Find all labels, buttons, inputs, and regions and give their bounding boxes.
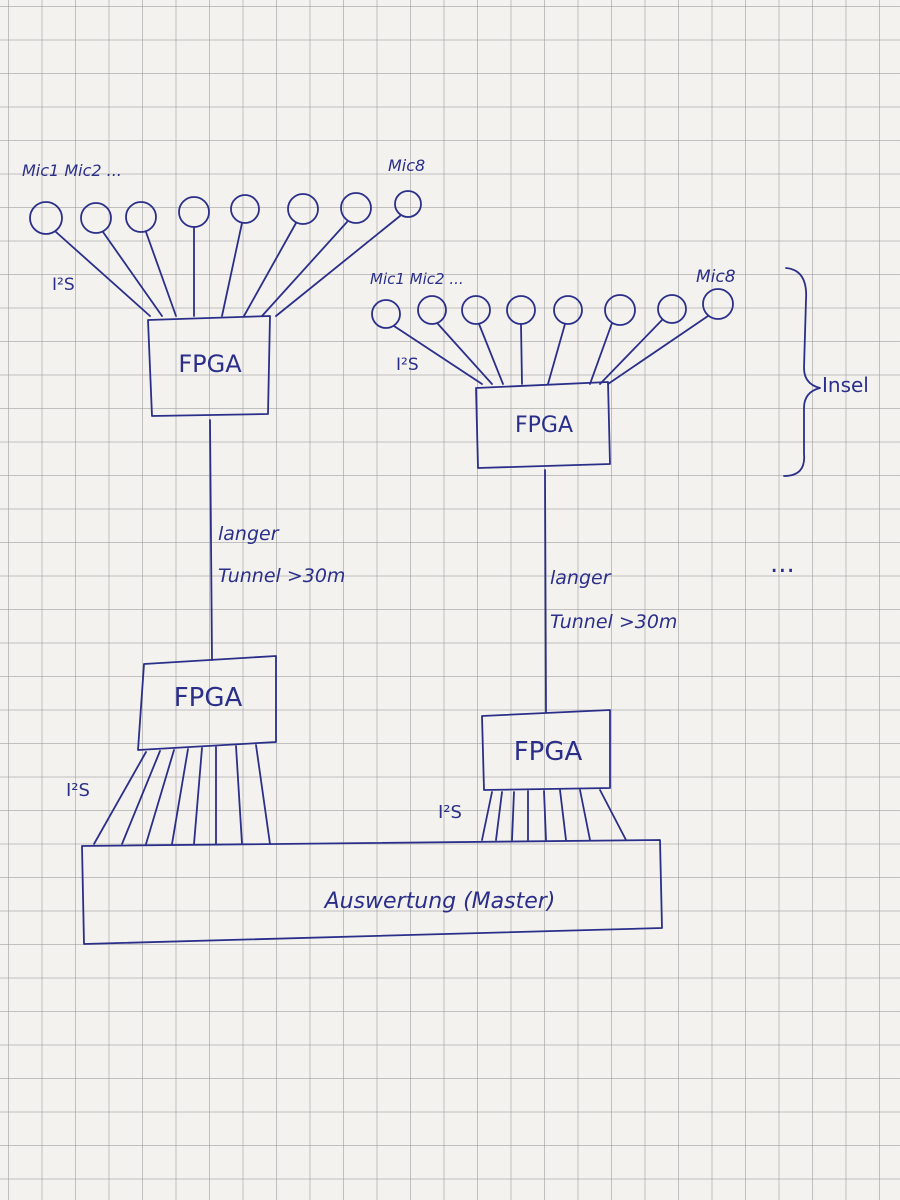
island-a-tunnel-line	[209, 419, 213, 661]
island-a-tunnel-text-2: Tunnel >30m	[218, 565, 345, 587]
microphone	[506, 295, 536, 325]
microphone	[230, 194, 260, 224]
island-b-i2s-label: I²S	[396, 355, 419, 375]
microphone	[371, 299, 401, 329]
receiver-b-i2s-wires	[481, 789, 627, 841]
island-b-fpga-box	[475, 381, 611, 469]
microphone	[417, 295, 447, 325]
receiver-a-i2s-wires	[93, 744, 271, 845]
island-b-fpga-label: FPGA	[515, 413, 573, 438]
microphone	[29, 201, 63, 235]
island-a-mic8-label: Mic8	[388, 156, 425, 175]
island-b-tunnel-line	[544, 469, 547, 713]
island-brace-label: Insel	[822, 373, 869, 397]
microphone	[657, 294, 687, 324]
island-a-fpga-label: FPGA	[178, 350, 242, 378]
island-a-mic-labels: Mic1 Mic2 ...	[22, 161, 122, 180]
microphone	[125, 201, 157, 233]
microphone	[80, 202, 112, 234]
island-b-mic-wires	[393, 315, 709, 385]
island-b-tunnel-text-1: langer	[550, 567, 612, 589]
island-b: Mic1 Mic2 ... Mic8 I²S FPGA langer	[370, 267, 869, 713]
more-islands-ellipsis: ...	[770, 549, 795, 579]
island-b-microphones	[371, 288, 734, 329]
master: Auswertung (Master)	[81, 839, 663, 945]
microphone	[461, 295, 491, 325]
island-a-mic-wires	[55, 215, 401, 317]
microphone	[702, 288, 734, 320]
receiver-b-fpga-box	[481, 709, 611, 791]
receiver-a-fpga-box	[137, 655, 277, 751]
master-label: Auswertung (Master)	[323, 889, 556, 914]
receiver-a-i2s-label: I²S	[66, 780, 90, 801]
island-brace	[783, 267, 821, 477]
receiver-a-fpga-label: FPGA	[174, 683, 243, 713]
island-a-tunnel-text-1: langer	[218, 523, 280, 545]
island-b-mic-labels: Mic1 Mic2 ...	[370, 270, 464, 288]
island-b-tunnel-text-2: Tunnel >30m	[550, 611, 677, 633]
microphone	[287, 193, 319, 225]
receiver-b-i2s-label: I²S	[438, 802, 462, 823]
microphone	[394, 190, 422, 218]
microphone	[340, 192, 372, 224]
island-a: Mic1 Mic2 ... Mic8 I²S FPGA langer	[22, 156, 425, 661]
island-a-fpga-box	[147, 315, 271, 417]
receiver-b-fpga-label: FPGA	[514, 737, 583, 767]
master-box	[81, 839, 663, 945]
receiver-b: FPGA I²S	[438, 709, 627, 841]
microphone	[604, 294, 636, 326]
receiver-a: FPGA I²S	[66, 655, 277, 845]
microphone	[553, 295, 583, 325]
island-b-mic8-label: Mic8	[696, 267, 736, 287]
microphone	[178, 196, 210, 228]
island-a-i2s-label: I²S	[52, 275, 75, 295]
island-a-microphones	[29, 190, 422, 235]
